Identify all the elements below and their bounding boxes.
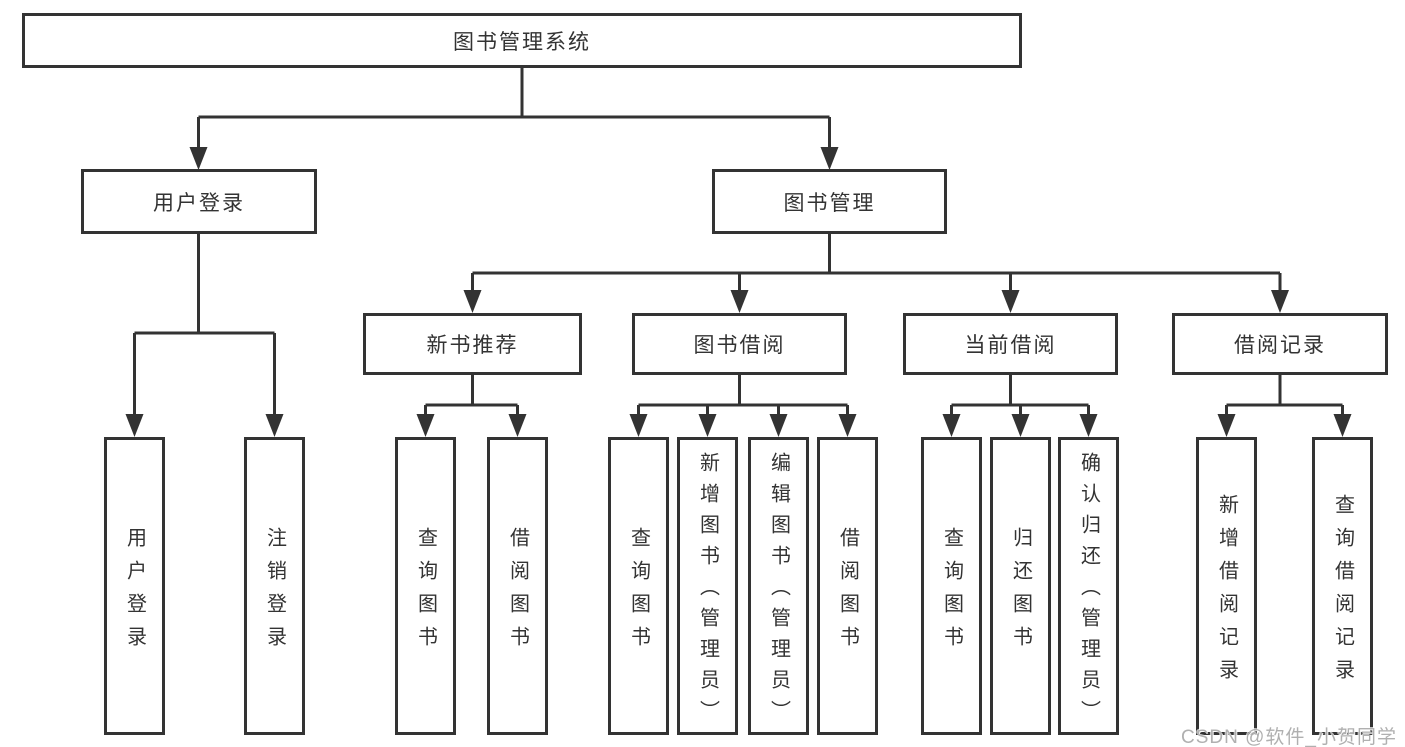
arrowhead-to-records-query — [1333, 414, 1352, 437]
arrowhead-to-user-login — [189, 147, 208, 170]
leaf-label: 新增借阅记录 — [1215, 493, 1238, 692]
connector-book-management-to-level3 — [471, 234, 1282, 293]
node-book-management-branch: 图书管理 — [712, 169, 947, 234]
arrowhead-to-borrowing-records — [1271, 290, 1289, 313]
node-user-login-branch: 用户登录 — [81, 169, 317, 234]
leaf-borrowing-query-books: 查询图书 — [608, 437, 669, 735]
arrowhead-to-recommend-query — [416, 414, 435, 437]
node-label: 图书借阅 — [693, 334, 786, 357]
leaf-label: 注销登录 — [263, 526, 286, 659]
leaf-label: 借阅图书 — [836, 526, 859, 659]
arrowhead-to-book-management — [820, 147, 839, 170]
connector-user-login-to-leaves — [133, 234, 276, 417]
connector-root-to-level2 — [197, 68, 831, 150]
node-label: 当前借阅 — [964, 334, 1057, 357]
leaf-borrowing-borrow-books: 借阅图书 — [817, 437, 878, 735]
node-book-borrowing: 图书借阅 — [632, 313, 847, 375]
leaf-records-query-borrow-record: 查询借阅记录 — [1312, 437, 1373, 735]
arrowhead-to-records-add — [1217, 414, 1236, 437]
leaf-recommend-borrow-books: 借阅图书 — [487, 437, 548, 735]
node-root: 图书管理系统 — [22, 13, 1022, 68]
leaf-label: 查询图书 — [940, 526, 963, 659]
connector-current-to-leaves — [950, 375, 1090, 417]
connector-recommend-to-leaves — [424, 375, 519, 417]
arrowhead-to-borrowing-add — [698, 414, 717, 437]
leaf-label: 编辑图书（管理员） — [767, 452, 790, 731]
watermark: CSDN @软件_小贺同学 — [1181, 727, 1397, 747]
leaf-label: 新增图书（管理员） — [696, 452, 719, 731]
node-borrowing-records: 借阅记录 — [1172, 313, 1388, 375]
arrowhead-to-borrowing-borrow — [838, 414, 857, 437]
arrowhead-to-current-query — [942, 414, 961, 437]
node-label: 用户登录 — [153, 191, 245, 215]
leaf-borrowing-edit-books-admin: 编辑图书（管理员） — [748, 437, 809, 735]
leaf-label: 查询图书 — [627, 526, 650, 659]
leaf-current-return-books: 归还图书 — [990, 437, 1051, 735]
leaf-records-add-borrow-record: 新增借阅记录 — [1196, 437, 1257, 735]
node-label: 图书管理 — [783, 191, 876, 215]
arrowhead-to-leaf-user-login — [125, 414, 144, 437]
connector-records-to-leaves — [1225, 375, 1344, 417]
arrowhead-to-current-borrowing — [1001, 290, 1020, 313]
node-new-book-recommend: 新书推荐 — [363, 313, 582, 375]
leaf-logout-login: 注销登录 — [244, 437, 305, 735]
leaf-recommend-query-books: 查询图书 — [395, 437, 456, 735]
arrowhead-to-current-return — [1011, 414, 1030, 437]
node-root-label: 图书管理系统 — [453, 30, 591, 54]
connector-borrowing-to-leaves — [637, 375, 849, 417]
leaf-current-confirm-return-admin: 确认归还（管理员） — [1058, 437, 1119, 735]
leaf-label: 归还图书 — [1009, 526, 1032, 659]
arrowhead-to-book-borrowing — [730, 290, 749, 313]
leaf-label: 查询图书 — [414, 526, 437, 659]
leaf-user-login: 用户登录 — [104, 437, 165, 735]
leaf-label: 用户登录 — [123, 526, 146, 659]
arrowhead-to-borrowing-query — [629, 414, 648, 437]
leaf-borrowing-add-books-admin: 新增图书（管理员） — [677, 437, 738, 735]
node-current-borrowing: 当前借阅 — [903, 313, 1118, 375]
node-label: 借阅记录 — [1234, 334, 1326, 357]
arrowhead-to-borrowing-edit — [769, 414, 788, 437]
leaf-label: 借阅图书 — [506, 526, 529, 659]
leaf-label: 查询借阅记录 — [1331, 493, 1354, 692]
leaf-current-query-books: 查询图书 — [921, 437, 982, 735]
arrowhead-to-current-confirm — [1079, 414, 1098, 437]
leaf-label: 确认归还（管理员） — [1077, 452, 1100, 731]
arrowhead-to-new-book-recommend — [463, 290, 482, 313]
arrowhead-to-leaf-logout — [265, 414, 284, 437]
node-label: 新书推荐 — [426, 334, 519, 357]
arrowhead-to-recommend-borrow — [508, 414, 527, 437]
